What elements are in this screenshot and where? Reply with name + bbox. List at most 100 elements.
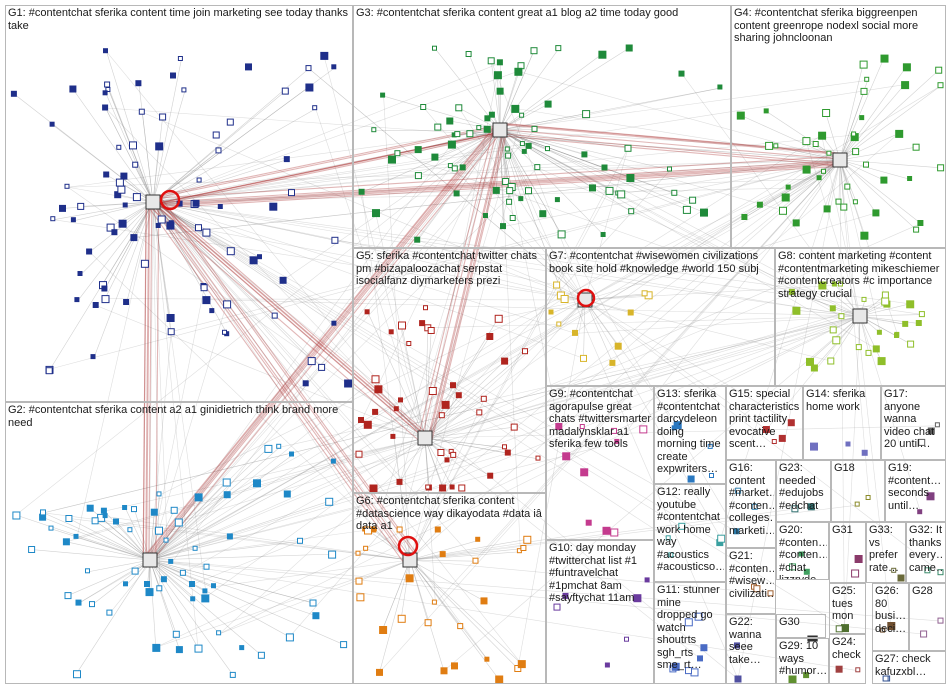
graph-node [388, 329, 394, 335]
group-label: G26: 80 busi… deci… [875, 585, 907, 635]
graph-edge [499, 129, 693, 201]
graph-node [155, 223, 161, 228]
graph-node [414, 146, 422, 154]
graph-node [450, 451, 457, 458]
graph-edge [766, 315, 861, 430]
graph-edge [148, 206, 422, 444]
graph-node [457, 623, 464, 630]
graph-node [48, 525, 54, 531]
group-box-g11: G11: stunner mine dropped go watch shout… [654, 582, 726, 684]
graph-edge [424, 330, 432, 439]
graph-edge [152, 145, 159, 203]
graph-node [934, 422, 940, 428]
graph-edge [153, 196, 427, 434]
graph-node [132, 193, 141, 202]
graph-edge [149, 559, 205, 599]
graph-node [504, 146, 510, 152]
graph-node [802, 137, 811, 146]
graph-node [211, 583, 216, 589]
graph-node [859, 60, 868, 69]
group-box-g27: G27: check kafuzxbl… [872, 651, 946, 684]
graph-edge [149, 199, 423, 437]
graph-edge [178, 315, 861, 523]
graph-node [881, 297, 890, 306]
graph-edge [104, 201, 154, 290]
graph-node [85, 568, 90, 574]
group-box-g26: G26: 80 busi… deci… [872, 583, 909, 651]
graph-edge [152, 59, 182, 203]
graph-node [831, 281, 837, 287]
graph-edge [839, 159, 870, 499]
group-label: G9: #contentchat agorapulse great chats … [549, 388, 652, 450]
graph-edge [499, 129, 504, 227]
group-box-g10: G10: day monday #twitterchat list #1 #fu… [546, 540, 654, 684]
group-box-g8: G8: content marketing #content #contentm… [775, 248, 946, 386]
graph-node [756, 201, 763, 208]
graph-node [555, 45, 562, 52]
graph-node [860, 87, 868, 95]
graph-node [174, 518, 183, 527]
graph-edge [424, 336, 491, 439]
graph-edge [795, 159, 841, 224]
graph-node [212, 131, 220, 139]
graph-edge [149, 496, 199, 561]
graph-edge [417, 129, 501, 241]
graph-node [505, 152, 512, 159]
graph-node [918, 438, 926, 446]
graph-edge [48, 159, 841, 370]
graph-node [829, 326, 837, 334]
graph-edges [14, 47, 942, 680]
group-label: G16: content #market… #conten… colleges…… [729, 462, 774, 537]
graph-node [920, 630, 928, 638]
graph-node [144, 581, 150, 587]
graph-node [735, 487, 742, 494]
graph-node [371, 526, 377, 532]
graph-edge [149, 287, 205, 561]
group-box-g4: G4: #contentchat sferika biggreenpen con… [731, 5, 946, 248]
graph-node [560, 295, 569, 303]
graph-node [195, 224, 202, 232]
graph-edge [495, 122, 836, 154]
graph-edge [424, 300, 885, 439]
graph-node [269, 202, 278, 211]
graph-edge [153, 155, 841, 199]
graph-edge [503, 129, 844, 161]
graph-edge [839, 159, 941, 169]
graph-edge [183, 437, 426, 574]
graph-edge [141, 112, 154, 203]
group-box-g2: G2: #contentchat sferika content a2 a1 g… [5, 402, 353, 684]
graph-edge [126, 201, 154, 303]
graph-edge [844, 315, 861, 628]
graph-node [520, 545, 527, 551]
group-box-g5: G5: sferika #contentchat twitter chats p… [353, 248, 546, 493]
graph-node [665, 535, 671, 541]
graph-edge [584, 212, 876, 301]
graph-edge [219, 559, 411, 635]
graph-edge [499, 129, 562, 235]
graph-node [682, 205, 691, 214]
graph-edge [146, 122, 498, 554]
graph-node [829, 305, 836, 312]
graph-node [802, 165, 811, 174]
graph-node [64, 592, 72, 600]
graph-edge [517, 299, 586, 669]
graph-edge [499, 129, 606, 169]
graph-node [325, 497, 334, 506]
graph-edge [372, 315, 861, 489]
graph-edge [584, 299, 767, 430]
graph-edge [499, 129, 877, 350]
graph-node [860, 231, 869, 240]
graph-edge [149, 501, 329, 561]
graph-edge [147, 125, 495, 199]
graph-edge [334, 239, 861, 317]
group-label: G2: #contentchat sferika content a2 a1 g… [8, 404, 342, 429]
graph-node [102, 104, 109, 111]
graph-node [580, 354, 587, 362]
graph-node [611, 427, 617, 434]
graph-node [539, 210, 547, 218]
graph-node [854, 501, 860, 507]
hub-node [402, 552, 418, 568]
graph-node [371, 375, 380, 384]
graph-edge [149, 512, 155, 561]
